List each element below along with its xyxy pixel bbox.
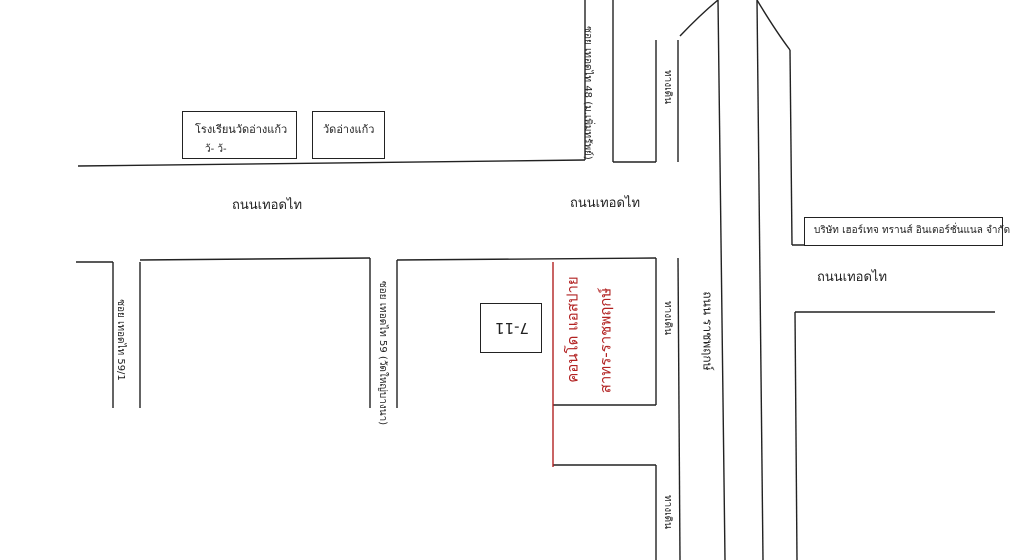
main-road-left-bottom	[677, 257, 681, 560]
walkway-label-bottom: ทางเดิน	[661, 495, 673, 529]
road-label-tedthai-right: ถนนเทอดไท	[817, 270, 888, 285]
school-label: โรงเรียนวัดอ่างแก้ว	[195, 123, 288, 136]
main-road-right-top	[789, 49, 793, 246]
main-road-right-bottom	[794, 311, 798, 560]
road-label-tedthai-left: ถนนเทอดไท	[232, 198, 303, 213]
school-box: โรงเรียนวัดอ่างแก้ว ว้- ว้-	[182, 111, 297, 159]
soi-48-label: ซอย เทอดไท 48 (ม.เพิ่มทรัพย์)	[581, 26, 593, 160]
main-road-curve-left	[679, 0, 719, 37]
tedthai-top-edge	[77, 159, 586, 167]
condo-label-2: สาทร-ราชพฤกษ์	[596, 287, 615, 394]
main-road-label: ถนน ราชพฤกษ์	[700, 291, 715, 371]
tedthai-bottom-3	[396, 257, 657, 261]
tedthai-bottom-2	[139, 257, 371, 261]
company-label: บริษัท เฮอร์เทจ ทรานส์ อินเตอร์ชั่นแนล จ…	[814, 225, 1011, 236]
road-label-tedthai-mid: ถนนเทอดไท	[570, 196, 641, 211]
seven-eleven-label: 7-11	[495, 319, 530, 337]
main-road-curve-right	[756, 0, 791, 51]
school-sub-label: ว้- ว้-	[205, 144, 227, 155]
seven-eleven-box: 7-11	[480, 303, 542, 353]
main-road-lane-1	[717, 0, 726, 560]
temple-box: วัดอ่างแก้ว	[312, 111, 385, 159]
soi-59-1-label: ซอย เทอดไท 59/1	[114, 299, 126, 381]
soi-59-label: ซอย เทอดไท 59 (วัดใหญ่บางนา)	[377, 280, 389, 426]
temple-label: วัดอ่างแก้ว	[323, 123, 375, 136]
condo-label: คอนโด แอสปาย	[563, 276, 582, 383]
company-box: บริษัท เฮอร์เทจ ทรานส์ อินเตอร์ชั่นแนล จ…	[804, 217, 1010, 246]
main-road-lane-2	[756, 0, 764, 560]
walkway-label-top: ทางเดิน	[661, 70, 673, 104]
walkway-label-mid: ทางเดิน	[661, 301, 673, 335]
